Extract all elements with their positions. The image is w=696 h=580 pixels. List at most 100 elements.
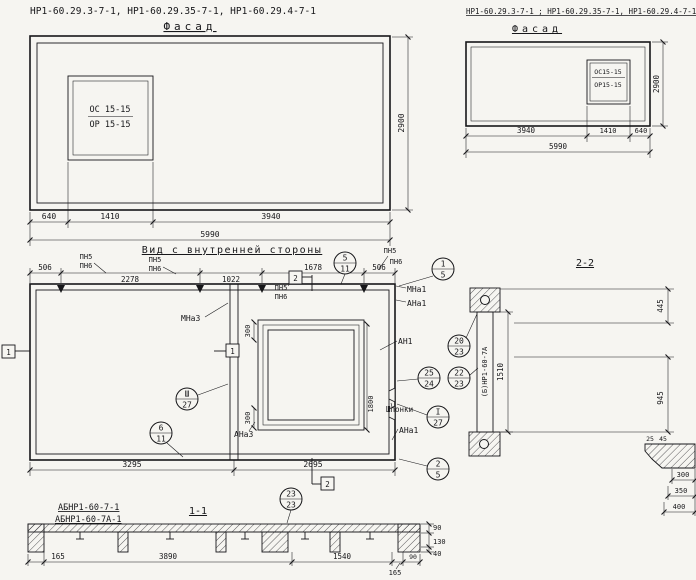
svg-text:2: 2 — [436, 460, 441, 469]
facade-right-title: Фасад — [512, 24, 562, 35]
svg-text:23: 23 — [454, 380, 464, 389]
section-2-2-panel-mark: (Б)НР1-60-7А — [481, 346, 489, 397]
inner-dim-506-right: 506 — [372, 263, 386, 272]
svg-text:27: 27 — [433, 419, 443, 428]
facade-right-window-mark-or: ОР15-15 — [594, 81, 621, 89]
svg-text:23: 23 — [454, 348, 464, 357]
svg-text:22: 22 — [454, 369, 464, 378]
svg-text:5: 5 — [343, 254, 348, 263]
label-pn5-2: ПН5 — [149, 256, 162, 264]
facade-right-dim-3940: 3940 — [517, 126, 536, 135]
facade-left-dim-1410: 1410 — [100, 212, 119, 221]
label-mna1: МНа1 — [407, 285, 426, 294]
callout-20-23: 20 23 — [447, 334, 471, 358]
section-1-1-title: 1-1 — [189, 506, 207, 517]
label-pn5-1: ПН5 — [80, 253, 93, 261]
svg-text:I: I — [436, 408, 441, 417]
facade-right-geometry — [463, 39, 668, 158]
callout-i-27: I 27 — [426, 405, 450, 429]
svg-text:1: 1 — [230, 347, 235, 356]
svg-text:20: 20 — [454, 337, 464, 346]
section-2-2-geometry — [468, 286, 696, 516]
label-pn5-4: ПН5 — [384, 247, 397, 255]
inner-view-title: Вид с внутренней стороны — [142, 244, 323, 256]
label-pn6-1: ПН6 — [80, 262, 93, 270]
svg-text:2: 2 — [293, 274, 298, 283]
section-2-2: 2-2 — [468, 258, 696, 516]
label-mna3: МНа3 — [181, 314, 200, 323]
label-ana1-top: АНа1 — [407, 299, 426, 308]
svg-text:25: 25 — [424, 369, 434, 378]
svg-text:5: 5 — [436, 471, 441, 480]
svg-text:27: 27 — [182, 401, 192, 410]
facade-right-dim-1410: 1410 — [600, 127, 617, 135]
facade-left-window-mark-or: ОР 15-15 — [90, 120, 131, 130]
section-1-1-dim-165-left: 165 — [51, 552, 65, 561]
section-mark-1-mid: 1 — [225, 343, 240, 358]
facade-right-window-mark-os: ОС15-15 — [594, 68, 621, 76]
facade-right: НР1-60.29.3-7-1 ; НР1-60.29.35-7-1, НР1-… — [463, 7, 696, 158]
label-an1: АН1 — [398, 337, 413, 346]
facade-left-dim-3940: 3940 — [261, 212, 280, 221]
section-1-1-mark-line1: АБНР1-60-7-1 — [58, 503, 119, 513]
svg-text:23: 23 — [286, 490, 296, 499]
facade-left-code-header: НР1-60.29.3-7-1, НР1-60.29.35-7-1, НР1-6… — [30, 6, 316, 17]
section-mark-2-bottom: 2 — [320, 476, 335, 491]
label-pn6-4: ПН6 — [390, 258, 403, 266]
section-2-2-dim-300: 300 — [677, 471, 690, 479]
window-dim-300-bottom: 300 — [244, 412, 252, 425]
label-pn5-3: ПН5 — [275, 284, 288, 292]
facade-left-dim-total: 5990 — [200, 230, 219, 239]
inner-dim-2278: 2278 — [121, 275, 140, 284]
section-2-2-dim-45: 45 — [659, 435, 667, 443]
callout-23-23: 23 23 — [279, 487, 303, 511]
section-1-1-dim-90-bottom: 90 — [409, 553, 417, 561]
facade-left-title: Фасад — [163, 20, 216, 33]
section-1-1-dim-3890: 3890 — [159, 552, 178, 561]
callout-6-11: 6 11 — [149, 421, 173, 445]
inner-dim-1678: 1678 — [304, 263, 323, 272]
svg-text:5: 5 — [441, 271, 446, 280]
facade-right-dim-640: 640 — [635, 127, 648, 135]
inner-dim-3295: 3295 — [122, 460, 141, 469]
callout-1-5: 1 5 — [431, 257, 455, 281]
section-1-1-dim-1540: 1540 — [333, 552, 352, 561]
svg-text:23: 23 — [286, 501, 296, 510]
section-2-2-dim-350: 350 — [675, 487, 688, 495]
label-shponki: Шпонки — [386, 405, 413, 414]
window-dim-300-top: 300 — [244, 325, 252, 338]
inner-dim-2695: 2695 — [303, 460, 322, 469]
section-2-2-dim-400: 400 — [673, 503, 686, 511]
section-1-1-mark-line2: АБНР1-60-7А-1 — [55, 515, 122, 525]
label-ana3: АНа3 — [234, 430, 253, 439]
section-1-1-dim-130: 130 — [433, 538, 446, 546]
section-2-2-dim-945: 945 — [656, 391, 665, 405]
window-dim-1800: 1800 — [367, 396, 375, 413]
facade-left-dim-height: 2900 — [397, 113, 406, 132]
section-1-1-dim-90: 90 — [433, 524, 441, 532]
svg-text:24: 24 — [424, 380, 434, 389]
section-2-2-title: 2-2 — [576, 258, 594, 269]
svg-text:6: 6 — [159, 424, 164, 433]
section-1-1-geometry — [25, 509, 434, 570]
callout-2-5: 2 5 — [426, 457, 450, 481]
section-1-1-dim-40: 40 — [433, 550, 441, 558]
svg-text:11: 11 — [340, 265, 350, 274]
section-2-2-dim-1510: 1510 — [496, 362, 505, 381]
facade-left-geometry — [27, 34, 413, 246]
svg-text:2: 2 — [325, 480, 330, 489]
inner-dim-1022: 1022 — [222, 275, 240, 284]
section-2-2-dim-445: 445 — [656, 299, 665, 313]
svg-text:1: 1 — [6, 348, 11, 357]
section-1-1: АБНР1-60-7-1 АБНР1-60-7А-1 1-1 23 23 — [25, 487, 446, 577]
callout-22-23: 22 23 — [447, 366, 471, 390]
callout-sh-27: Ш 27 — [175, 387, 199, 411]
label-ana1-bottom: АНа1 — [399, 426, 418, 435]
inner-view: Вид с внутренней стороны — [1, 244, 479, 491]
facade-right-dim-height: 2900 — [652, 74, 661, 93]
section-2-2-dim-25: 25 — [646, 435, 654, 443]
facade-left-window-mark-os: ОС 15-15 — [90, 105, 131, 115]
callout-25-24: 25 24 — [417, 366, 441, 390]
